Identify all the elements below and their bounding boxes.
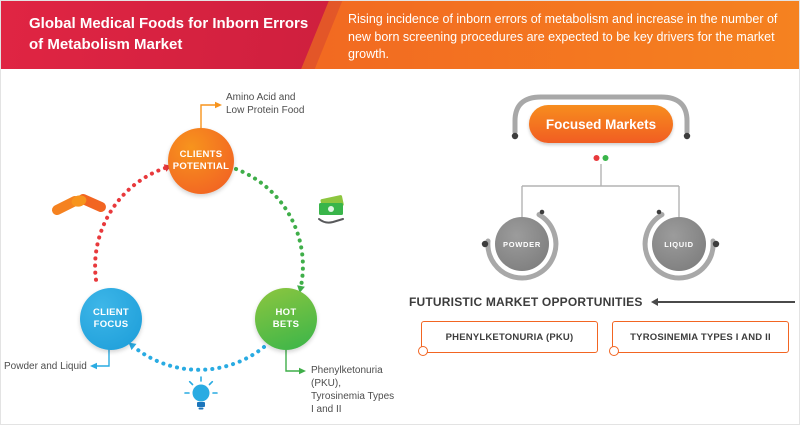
connector-right-arrowhead [299, 367, 306, 375]
opportunities-arrow-line [650, 298, 795, 306]
cycle-arc-green [234, 167, 305, 288]
opportunities-header-row: FUTURISTIC MARKET OPPORTUNITIES [401, 295, 795, 309]
liquid-arc-dot [712, 240, 720, 248]
connector-top [200, 104, 215, 128]
root-arc-dot-left [511, 132, 519, 140]
tree-connectors [521, 164, 680, 217]
root-arc-dot-right [683, 132, 691, 140]
opportunities-heading: FUTURISTIC MARKET OPPORTUNITIES [409, 295, 643, 309]
handshake-icon [52, 194, 106, 215]
page-title: Global Medical Foods for Inborn Errors o… [29, 15, 309, 53]
opportunities-boxes-row: PHENYLKETONURIA (PKU) TYROSINEMIA TYPES … [418, 321, 789, 356]
connector-left-arrowhead [90, 362, 97, 370]
hot-bets-label-line1: HOT [275, 306, 297, 318]
focused-markets-pill: Focused Markets [529, 105, 673, 143]
annotation-clients-potential-line1: Amino Acid and [226, 92, 296, 103]
annotation-hot-bets-line1: Phenylketonuria (PKU), [311, 365, 383, 389]
liquid-arc [642, 212, 716, 281]
hot-bets-circle: HOT BETS [255, 288, 317, 350]
liquid-circle: LIQUID [652, 217, 706, 271]
powder-arc-dot [481, 240, 489, 248]
clients-potential-label-line2: POTENTIAL [172, 161, 230, 172]
clients-potential-circle: CLIENTS POTENTIAL [168, 128, 234, 194]
client-focus-label-line1: CLIENT [92, 306, 130, 318]
left-arrowhead-icon [650, 298, 658, 306]
focused-markets-tree: Focused Markets POWDER LIQUID [401, 76, 799, 304]
cycle-diagram: CLIENTS POTENTIAL CLIENT FOCUS HOT BETS … [1, 76, 401, 424]
annotation-clients-potential-line2: Low Protein Food [226, 105, 305, 116]
hot-bets-label-line2: BETS [272, 319, 300, 330]
annotation-client-focus: Powder and Liquid [4, 361, 87, 372]
opportunity-box-tyrosinemia-label: TYROSINEMIA TYPES I AND II [630, 331, 771, 343]
annotation-clients-potential: Amino Acid and Low Protein Food [226, 91, 304, 117]
powder-arc [485, 212, 559, 281]
opportunity-box-tyrosinemia: TYROSINEMIA TYPES I AND II [609, 321, 789, 356]
opportunity-box-pku: PHENYLKETONURIA (PKU) [418, 321, 598, 356]
opportunity-box-pku-label: PHENYLKETONURIA (PKU) [445, 331, 574, 343]
header-banner: Global Medical Foods for Inborn Errors o… [1, 1, 799, 69]
tree-graphics [481, 94, 720, 281]
annotation-hot-bets-line3: I and II [311, 404, 342, 415]
connector-top-arrowhead [215, 101, 222, 109]
cycle-diagram-graphics [52, 101, 344, 410]
annotation-hot-bets: Phenylketonuria (PKU), Tyrosinemia Types… [311, 364, 401, 416]
client-focus-circle: CLIENT FOCUS [80, 288, 142, 350]
header-title-background [1, 1, 329, 69]
marker-dot-red [593, 155, 600, 161]
root-arc [512, 94, 690, 135]
clients-potential-label-line1: CLIENTS [179, 148, 223, 160]
marker-dot-green [602, 155, 609, 161]
box-corner-ring-icon [418, 346, 428, 356]
money-icon [318, 195, 344, 224]
liquid-arc-dot-small [656, 209, 662, 215]
client-focus-label-line2: FOCUS [93, 319, 129, 330]
box-corner-ring-icon [609, 346, 619, 356]
cycle-arc-blue-arrowhead [128, 342, 137, 351]
futuristic-opportunities-section: FUTURISTIC MARKET OPPORTUNITIES PHENYLKE… [401, 295, 795, 356]
connector-left [97, 349, 110, 367]
annotation-hot-bets-line2: Tyrosinemia Types [311, 391, 395, 402]
lightbulb-icon [184, 376, 218, 410]
powder-arc-dot-small [539, 209, 545, 215]
connector-right [285, 350, 299, 372]
header-description: Rising incidence of inborn errors of met… [348, 12, 778, 61]
cycle-arc-green-arrowhead [297, 285, 305, 293]
arrow-line-rule [657, 301, 795, 303]
powder-circle: POWDER [495, 217, 549, 271]
cycle-arc-blue [132, 345, 266, 372]
cycle-arc-red [93, 166, 167, 288]
